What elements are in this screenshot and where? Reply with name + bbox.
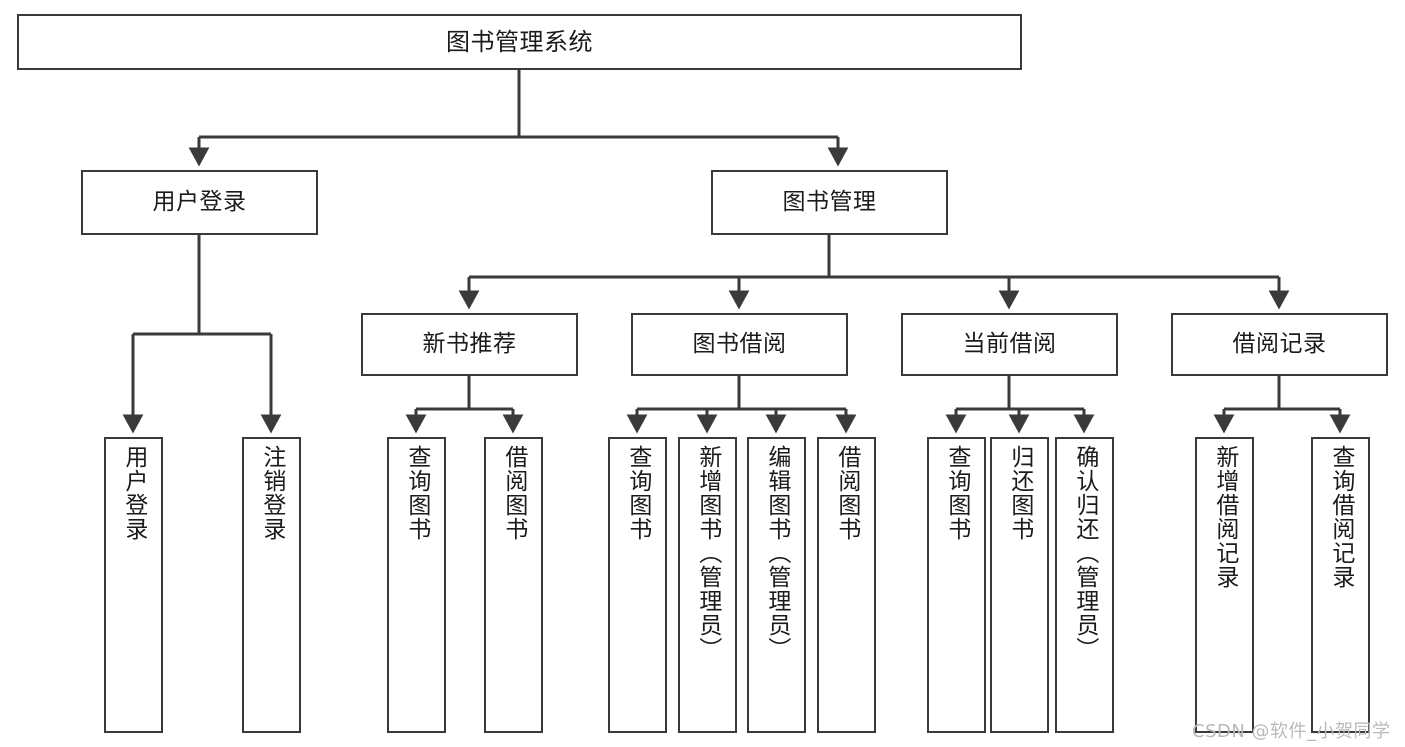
node-book-management[interactable]: 图书管理 xyxy=(711,170,948,235)
leaf-logout[interactable]: 注销登录 xyxy=(242,437,301,733)
node-book-borrow[interactable]: 图书借阅 xyxy=(631,313,848,376)
leaf-edit-book-admin[interactable]: 编辑图书（管理员） xyxy=(747,437,806,733)
leaf-user-login[interactable]: 用户登录 xyxy=(104,437,163,733)
leaf-return-book[interactable]: 归还图书 xyxy=(990,437,1049,733)
node-label: 确认归还（管理员） xyxy=(1071,445,1098,661)
node-label: 新增借阅记录 xyxy=(1211,445,1238,589)
node-current-borrow[interactable]: 当前借阅 xyxy=(901,313,1118,376)
node-label: 图书管理 xyxy=(782,189,877,216)
leaf-add-borrow-record[interactable]: 新增借阅记录 xyxy=(1195,437,1254,733)
node-label: 当前借阅 xyxy=(962,331,1057,358)
node-label: 用户登录 xyxy=(120,445,147,541)
leaf-current-query-book[interactable]: 查询图书 xyxy=(927,437,986,733)
node-label: 新增图书（管理员） xyxy=(694,445,721,661)
node-label: 新书推荐 xyxy=(422,331,517,358)
leaf-add-book-admin[interactable]: 新增图书（管理员） xyxy=(678,437,737,733)
leaf-borrow-query-book[interactable]: 查询图书 xyxy=(608,437,667,733)
node-label: 图书借阅 xyxy=(692,331,787,358)
csdn-watermark: CSDN @软件_小贺同学 xyxy=(1192,721,1391,742)
leaf-new-book-query-book[interactable]: 查询图书 xyxy=(387,437,446,733)
node-label: 用户登录 xyxy=(152,189,247,216)
node-label: 借阅图书 xyxy=(833,445,860,541)
node-label: 注销登录 xyxy=(258,445,285,541)
node-user-login[interactable]: 用户登录 xyxy=(81,170,318,235)
node-label: 查询图书 xyxy=(943,445,970,541)
node-label: 查询借阅记录 xyxy=(1327,445,1354,589)
node-label: 借阅图书 xyxy=(500,445,527,541)
node-label: 借阅记录 xyxy=(1232,331,1327,358)
leaf-confirm-return-admin[interactable]: 确认归还（管理员） xyxy=(1055,437,1114,733)
node-label: 归还图书 xyxy=(1006,445,1033,541)
node-new-book-recommend[interactable]: 新书推荐 xyxy=(361,313,578,376)
leaf-query-borrow-record[interactable]: 查询借阅记录 xyxy=(1311,437,1370,733)
node-label: 图书管理系统 xyxy=(446,28,593,56)
node-borrow-record[interactable]: 借阅记录 xyxy=(1171,313,1388,376)
node-label: 编辑图书（管理员） xyxy=(763,445,790,661)
leaf-new-book-borrow-book[interactable]: 借阅图书 xyxy=(484,437,543,733)
leaf-borrow-book[interactable]: 借阅图书 xyxy=(817,437,876,733)
node-root-system[interactable]: 图书管理系统 xyxy=(17,14,1022,70)
node-label: 查询图书 xyxy=(403,445,430,541)
node-label: 查询图书 xyxy=(624,445,651,541)
